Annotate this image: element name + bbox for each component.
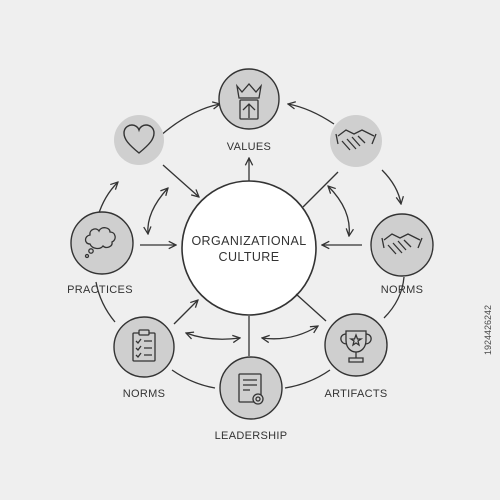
node-values-label: VALUES [227,141,271,153]
node-norms-right-label: NORMS [381,284,423,296]
node-norms-left-label: NORMS [123,388,165,400]
outer-arrows [95,104,405,389]
node-heart-circle [114,115,164,165]
line-norms-to-practices [95,281,116,323]
handshake-icon [335,129,377,151]
node-values-circle [218,68,280,130]
heart-icon [123,124,155,154]
line-artifacts-to-center [295,293,327,322]
arrow-practices-to-heart [97,182,118,217]
line-norms-to-artifacts [383,276,405,319]
node-artifacts-circle [324,313,388,377]
document-gear-icon [238,373,264,405]
checklist-icon [132,329,156,362]
node-practices-circle [70,211,134,275]
line-handshake-to-center [302,171,339,208]
node-norms-right: NORMS [370,213,434,296]
node-leadership-label: LEADERSHIP [215,430,288,442]
double-arrow-center-norms-left [186,333,240,339]
double-arrow-center-artifacts [262,326,318,339]
node-values: VALUES [218,68,280,153]
thought-bubble-icon [84,227,116,259]
node-practices: PRACTICES [67,211,134,296]
arrow-norms-left-to-center [173,300,198,325]
inner-arrows [140,158,362,356]
watermark-id: 1924426242 [483,305,493,355]
center-label-line2: CULTURE [219,250,280,264]
node-leadership-circle [219,356,283,420]
double-arrow-handshake-norms [328,186,349,236]
node-practices-label: PRACTICES [67,284,133,296]
line-leadership-to-norms [171,369,216,389]
crown-arrow-icon [235,83,263,120]
trophy-icon [340,330,372,363]
node-artifacts-label: ARTIFACTS [324,388,387,400]
double-arrow-heart-practices [148,188,168,234]
line-artifacts-to-leadership [284,369,331,389]
arrow-heart-to-values [159,104,220,137]
arrow-handshake-to-norms [381,169,401,204]
arrow-handshake-to-values [288,104,335,125]
node-norms-left-circle [113,316,175,378]
arrow-heart-to-center [162,164,199,197]
handshake-icon [381,233,423,255]
node-artifacts: ARTIFACTS [324,313,388,400]
node-norms-left: NORMS [113,316,175,400]
node-leadership: LEADERSHIP [215,356,288,442]
center-label-line1: ORGANIZATIONAL [191,234,306,248]
node-handshake-top [330,115,382,167]
node-heart [114,115,164,165]
center-circle [181,180,317,316]
